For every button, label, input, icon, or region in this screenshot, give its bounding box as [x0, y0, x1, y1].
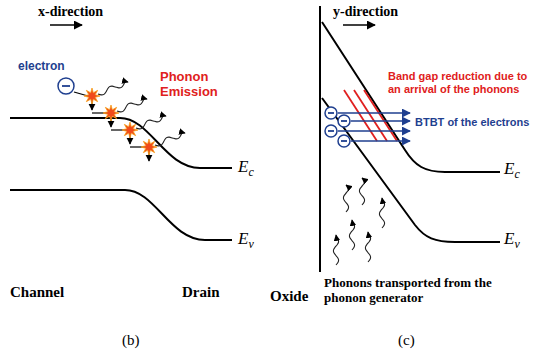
- phonon-wave: [136, 116, 166, 129]
- emission-burst: [122, 122, 138, 138]
- axis-label: x-direction: [38, 4, 103, 20]
- process-label: BTBT of the electrons: [415, 116, 529, 129]
- panel-label: (c): [398, 332, 415, 349]
- region-label: Channel: [10, 284, 64, 301]
- phonon-wave: [349, 220, 354, 250]
- phonon-wave: [333, 235, 338, 265]
- band-edge-label: Ec: [504, 159, 520, 182]
- phonon-wave: [117, 99, 147, 112]
- electron-symbol: [338, 135, 350, 147]
- phonon-wave: [343, 185, 348, 212]
- emission-burst: [84, 88, 100, 104]
- band-edge-label: Ev: [504, 229, 520, 252]
- band-edge: [10, 118, 232, 168]
- electron-symbol: [338, 115, 350, 127]
- emission-burst: [103, 105, 119, 121]
- electron-symbol: [58, 78, 74, 94]
- direction-arrow: [50, 24, 82, 26]
- band-edge: [10, 190, 232, 240]
- band-gap-line: [354, 90, 387, 141]
- emission-burst: [141, 139, 157, 155]
- region-label: Drain: [182, 284, 220, 301]
- band-gap-line: [364, 90, 397, 141]
- phonon-wave: [359, 178, 364, 205]
- particle-label: electron: [18, 60, 65, 74]
- oxide-interface: [319, 6, 321, 272]
- process-label: Phonon Emission: [160, 70, 232, 100]
- direction-arrow: [343, 24, 375, 26]
- panel-label: (b): [122, 332, 140, 349]
- phonon-wave: [379, 198, 384, 228]
- band-edge: [322, 22, 500, 172]
- band-edge-label: Ev: [238, 229, 254, 252]
- tunneling-arrow: [351, 140, 410, 142]
- phonon-wave: [98, 82, 128, 95]
- electron-symbol: [325, 125, 337, 137]
- phonon-wave: [155, 133, 185, 146]
- tunneling-arrow: [338, 112, 410, 114]
- region-label: Oxide: [270, 288, 308, 305]
- annotation-label: Phonons transported from the phonon gene…: [324, 276, 499, 306]
- annotation-label: Band gap reduction due to an arrival of …: [388, 70, 533, 95]
- tunneling-arrow: [351, 120, 410, 122]
- axis-label: y-direction: [333, 4, 398, 20]
- phonon-wave: [365, 232, 370, 262]
- tunneling-arrow: [338, 130, 410, 132]
- band-edge-label: Ec: [238, 157, 254, 180]
- band-gap-line: [344, 90, 377, 141]
- electron-symbol: [325, 107, 337, 119]
